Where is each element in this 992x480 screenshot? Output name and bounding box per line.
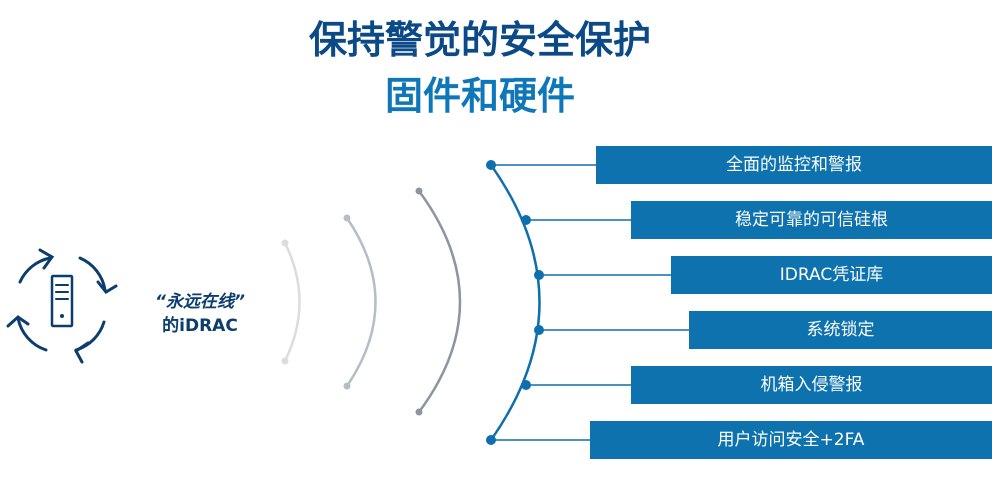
node-dot-6 [486, 435, 496, 445]
feature-bar-credential-vault: IDRAC凭证库 [671, 256, 992, 294]
feature-bar-user-access-2fa: 用户访问安全+2FA [590, 421, 992, 459]
feature-bar-root-of-trust: 稳定可靠的可信硅根 [631, 201, 992, 239]
feature-bar-system-lockdown: 系统锁定 [689, 311, 992, 349]
arc-2-bottom-dot [343, 382, 351, 390]
node-dot-5 [521, 380, 531, 390]
feature-bar-chassis-intrusion: 机箱入侵警报 [631, 366, 992, 404]
signal-arc-2 [345, 217, 377, 387]
node-dot-2 [521, 215, 531, 225]
title-line-1: 保持警觉的安全保护 [308, 18, 651, 62]
title-line-2: 固件和硬件 [384, 74, 575, 118]
arc-1-bottom-dot [281, 357, 289, 365]
always-on-quote: “永远在线” [155, 292, 245, 312]
server-refresh-cycle-icon [6, 248, 118, 364]
node-dot-1 [486, 160, 496, 170]
arc-3-top-dot [415, 187, 423, 195]
idrac-name: 的iDRAC [162, 316, 238, 336]
feature-bar-monitoring: 全面的监控和警报 [596, 146, 992, 184]
signal-arc-1 [283, 242, 301, 362]
signal-arc-3 [417, 190, 462, 413]
node-dot-3 [534, 270, 544, 280]
idrac-label: “永远在线” 的iDRAC [120, 290, 280, 338]
arc-2-top-dot [343, 214, 351, 222]
node-dot-4 [534, 325, 544, 335]
arc-3-bottom-dot [415, 408, 423, 416]
arc-1-top-dot [281, 239, 289, 247]
main-arc [489, 164, 541, 441]
